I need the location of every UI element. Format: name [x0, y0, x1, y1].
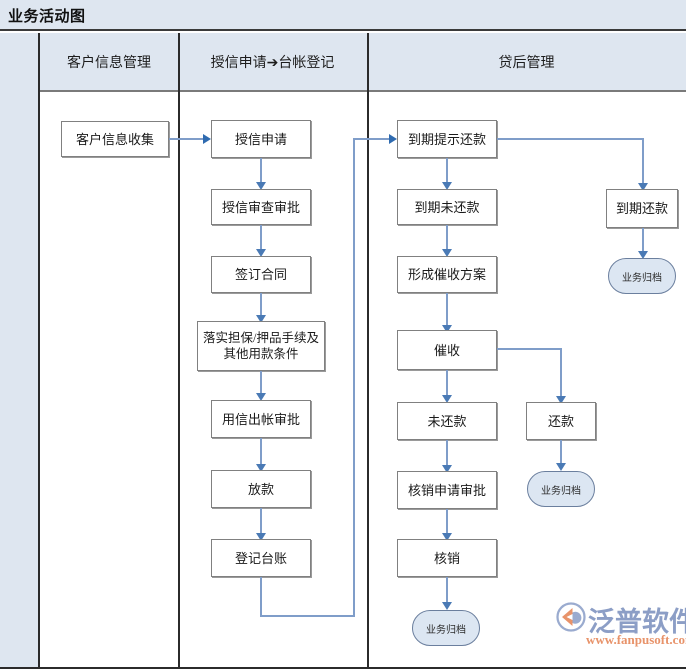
arrow-reminder-to-due-repaid — [638, 183, 648, 191]
arrow-writeoff-to-archive — [442, 602, 452, 610]
fanpu-logo-icon — [556, 602, 586, 632]
connector-writeoff-to-archive — [446, 577, 448, 607]
node-register-ledger[interactable]: 登记台账 — [211, 539, 311, 577]
connector-reminder-to-due-repaid-v — [642, 138, 644, 188]
lane-header-customer-info: 客户信息管理 — [67, 55, 151, 71]
brand-name: 泛普软件 — [588, 607, 686, 637]
lane-divider-2-header — [367, 33, 369, 92]
arrow-guarantee-to-drawdown — [256, 393, 266, 401]
arrow-review-to-contract — [256, 249, 266, 257]
connector-writeoff-approval-to-writeoff — [446, 509, 448, 538]
connector-collection-to-repaid-v — [560, 348, 562, 400]
node-due-unpaid[interactable]: 到期未还款 — [397, 189, 497, 225]
node-sign-contract[interactable]: 签订合同 — [211, 256, 311, 293]
node-unpaid[interactable]: 未还款 — [397, 402, 497, 440]
left-margin-band — [0, 33, 40, 669]
node-writeoff[interactable]: 核销 — [397, 539, 497, 577]
connector-review-to-contract — [260, 225, 262, 253]
connector-reminder-to-unpaid — [446, 158, 448, 187]
node-customer-info-collect[interactable]: 客户信息收集 — [61, 121, 169, 157]
connector-collect-to-application — [169, 138, 208, 140]
connector-collection-to-unpaid2 — [446, 370, 448, 400]
arrow-reminder-to-unpaid — [442, 182, 452, 190]
connector-application-to-review — [260, 158, 262, 187]
lane-divider-2-body — [367, 92, 369, 669]
connector-disbursement-to-ledger — [260, 508, 262, 538]
arrow-repaid-to-archive — [556, 463, 566, 471]
connector-repaid-to-archive — [560, 440, 562, 468]
node-repaid[interactable]: 还款 — [526, 402, 596, 440]
brand-url: www.fanpusoft.com — [586, 632, 686, 647]
connector-collection-to-repaid-h — [497, 348, 562, 350]
arrow-plan-to-collection — [442, 325, 452, 333]
arrow-due-repaid-to-archive — [638, 251, 648, 259]
arrow-application-to-review — [256, 182, 266, 190]
connector-ledger-up — [353, 138, 355, 616]
connector-reminder-to-due-repaid-h — [497, 138, 644, 140]
terminator-archive-repaid[interactable]: 业务归档 — [527, 471, 595, 507]
connector-ledger-into-reminder — [353, 138, 393, 140]
connector-due-repaid-to-archive — [642, 228, 644, 256]
arrow-ledger-to-reminder — [389, 134, 397, 144]
page-title: 业务活动图 — [8, 9, 86, 25]
lane-divider-1-header — [178, 33, 180, 92]
arrow-contract-to-guarantee — [256, 315, 266, 323]
connector-plan-to-collection — [446, 293, 448, 329]
lane-header-post-loan: 贷后管理 — [498, 55, 555, 71]
node-credit-review-approval[interactable]: 授信审查审批 — [211, 189, 311, 225]
connector-guarantee-to-drawdown — [260, 371, 262, 398]
node-form-collection-plan[interactable]: 形成催收方案 — [397, 256, 497, 293]
node-credit-application[interactable]: 授信申请 — [211, 120, 311, 158]
connector-drawdown-to-disbursement — [260, 438, 262, 469]
lane-divider-1-body — [178, 92, 180, 669]
swimlane-body — [40, 92, 686, 669]
bottom-rule — [0, 667, 686, 669]
arrow-writeoff-approval-to-writeoff — [442, 533, 452, 541]
connector-unpaid-to-plan — [446, 225, 448, 253]
arrow-disbursement-to-ledger — [256, 533, 266, 541]
arrow-collection-to-repaid — [556, 396, 566, 404]
terminator-archive-due-repaid[interactable]: 业务归档 — [608, 258, 676, 294]
arrow-unpaid-to-writeoff-approval — [442, 465, 452, 473]
node-credit-drawdown-approval[interactable]: 用信出帐审批 — [211, 400, 311, 438]
connector-contract-to-guarantee — [260, 293, 262, 320]
arrow-drawdown-to-disbursement — [256, 464, 266, 472]
title-bar: 业务活动图 — [0, 0, 686, 31]
connector-ledger-down — [260, 577, 262, 617]
lane-header-credit-application: 授信申请➔台帐登记 — [210, 55, 335, 71]
arrow-collection-to-unpaid2 — [442, 395, 452, 403]
brand-logo: 泛普软件 www.fanpusoft.com — [556, 600, 686, 652]
node-due-repaid[interactable]: 到期还款 — [606, 189, 678, 228]
node-collection[interactable]: 催收 — [397, 330, 497, 370]
node-due-repayment-reminder[interactable]: 到期提示还款 — [397, 120, 497, 158]
node-writeoff-application-approval[interactable]: 核销申请审批 — [397, 471, 497, 509]
connector-unpaid-to-writeoff-approval — [446, 440, 448, 470]
terminator-archive-writeoff[interactable]: 业务归档 — [412, 610, 480, 646]
node-disbursement[interactable]: 放款 — [211, 470, 311, 508]
arrow-collect-to-application — [203, 134, 211, 144]
connector-ledger-right — [260, 615, 355, 617]
node-implement-guarantee[interactable]: 落实担保/押品手续及其他用款条件 — [197, 321, 325, 371]
swimlane-header-row: 客户信息管理 授信申请➔台帐登记 贷后管理 — [40, 33, 686, 92]
arrow-unpaid-to-plan — [442, 249, 452, 257]
